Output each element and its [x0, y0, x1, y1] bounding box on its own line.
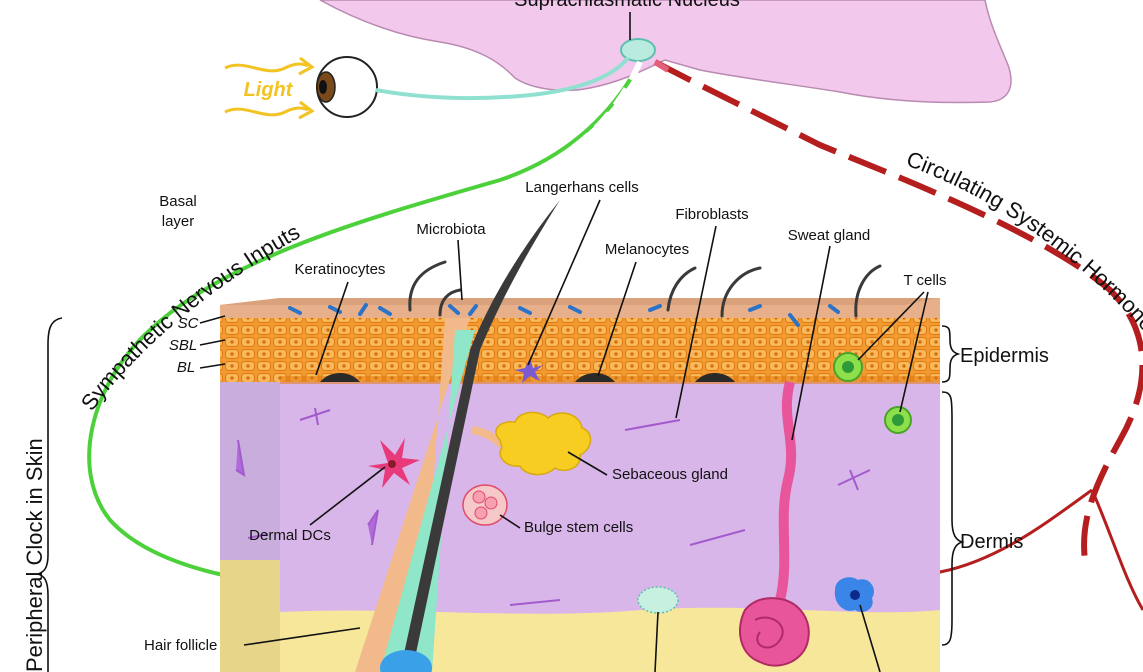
microbiota-marks: [288, 303, 840, 327]
bulge-stem-cells: [462, 484, 508, 526]
basal-layer-label-2: layer: [162, 213, 195, 230]
keratinocytes-label: Keratinocytes: [295, 261, 386, 278]
epidermis-label: Epidermis: [960, 345, 1049, 367]
leader-lines: [199, 199, 929, 672]
t-cells: [833, 352, 912, 434]
skin-block: [220, 298, 940, 672]
braces: [35, 317, 965, 672]
dotted-cell: [637, 586, 679, 614]
t-cells-label: T cells: [903, 272, 946, 289]
sebaceous-gland: [495, 411, 592, 476]
sebaceous-gland-label: Sebaceous gland: [612, 466, 728, 483]
nervous-input-path: [87, 61, 642, 594]
fibroblasts-label: Fibroblasts: [675, 206, 748, 223]
melanocytes-label: Melanocytes: [605, 241, 689, 258]
clock-arc-label: Peripheral Clock in Skin: [22, 438, 47, 672]
dermis-label: Dermis: [960, 531, 1023, 553]
eye-icon: [316, 56, 378, 118]
sbl-label: SBL: [169, 337, 197, 354]
basal-layer-label-1: Basal: [159, 193, 197, 210]
scn-nucleus: [620, 38, 656, 62]
immune-cell: [834, 577, 875, 612]
systemic-path: [653, 59, 1143, 561]
microbiota-label: Microbiota: [416, 221, 486, 238]
bl-label: BL: [177, 359, 195, 376]
dermal-dc: [368, 438, 420, 488]
light-label: Light: [244, 79, 294, 101]
langerhans-label: Langerhans cells: [525, 179, 638, 196]
fibroblast-cells: [235, 407, 871, 606]
light-arrows: [224, 56, 315, 120]
scn-label: Suprachiasmatic Nucleus: [514, 0, 740, 11]
surface-hairs: [408, 260, 882, 318]
sweat-gland-label: Sweat gland: [788, 227, 871, 244]
optic-nerve: [375, 56, 630, 100]
langerhans-cell: [515, 358, 543, 383]
sweat-gland: [739, 380, 810, 667]
sc-label: SC: [178, 315, 199, 332]
bulge-stem-cells-label: Bulge stem cells: [524, 519, 633, 536]
melanocyte-cells: [320, 373, 735, 382]
dermal-dcs-label: Dermal DCs: [249, 527, 331, 544]
brain-region: [319, 0, 1012, 104]
hair-follicle-label: Hair follicle: [144, 637, 217, 654]
